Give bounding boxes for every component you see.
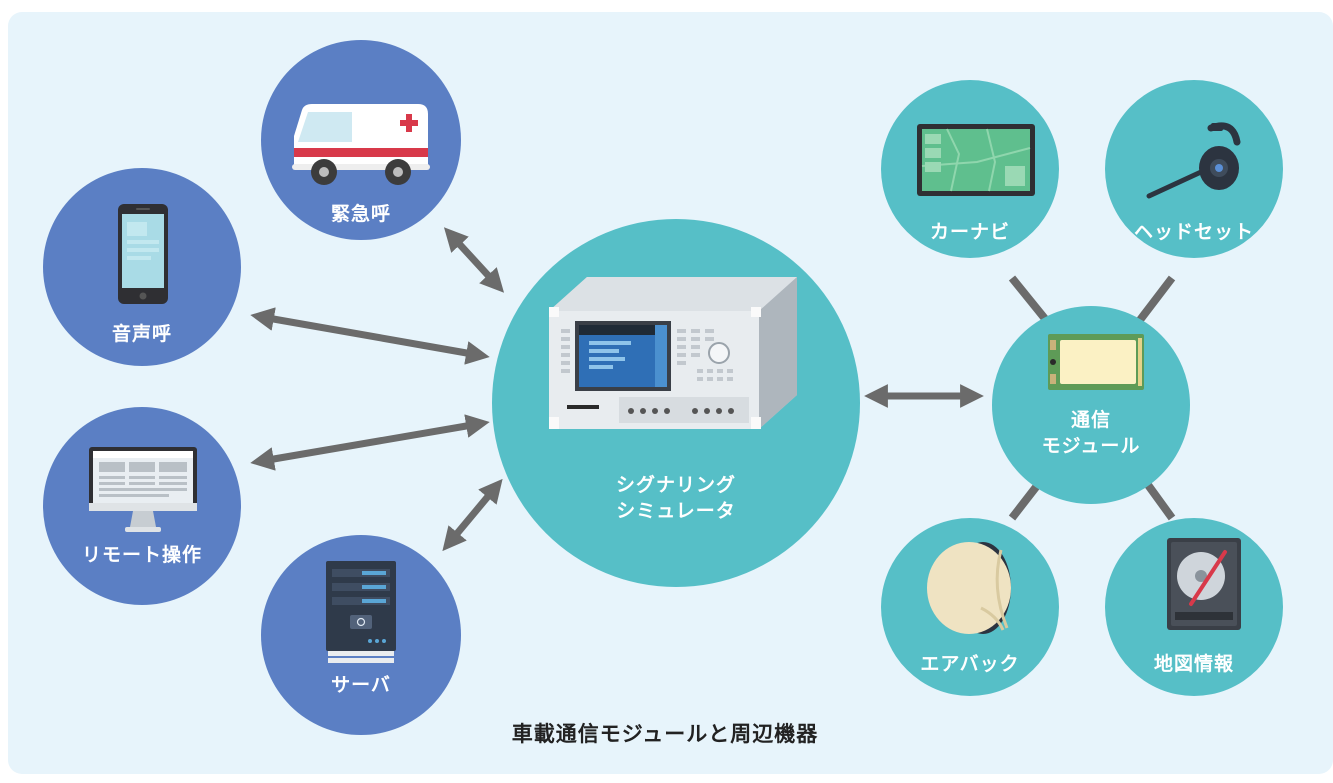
arrow-server <box>442 478 503 552</box>
label-signaling-simulator-line2: シミュレータ <box>616 500 736 522</box>
line-headset <box>1136 275 1176 323</box>
label-map-info: 地図情報 <box>1153 653 1234 675</box>
label-voice-call: 音声呼 <box>111 323 172 345</box>
label-car-navigation: カーナビ <box>929 221 1010 243</box>
label-server: サーバ <box>331 674 391 696</box>
headset-icon <box>1146 122 1241 199</box>
label-remote-operation: リモート操作 <box>81 544 202 566</box>
label-emergency-call: 緊急呼 <box>330 203 391 225</box>
arrow-voice <box>250 307 490 365</box>
line-carnavi <box>1008 275 1050 323</box>
node-airbag: エアバック <box>881 518 1059 696</box>
car-navigation-icon <box>917 124 1035 196</box>
label-signaling-simulator-line1: シグナリング <box>615 474 736 496</box>
smartphone-icon <box>118 204 168 304</box>
airbag-icon <box>927 542 1011 634</box>
node-emergency-call: 緊急呼 <box>261 40 461 240</box>
node-signaling-simulator: シグナリング シミュレータ <box>492 219 860 587</box>
hard-disk-icon <box>1167 538 1241 630</box>
label-communication-module-line1: 通信 <box>1070 409 1111 431</box>
label-airbag: エアバック <box>920 653 1020 675</box>
node-remote-operation: リモート操作 <box>43 407 241 605</box>
arrow-remote <box>250 414 490 471</box>
node-voice-call: 音声呼 <box>43 168 241 366</box>
signaling-simulator-icon <box>549 277 797 429</box>
label-headset: ヘッドセット <box>1133 221 1254 243</box>
node-car-navigation: カーナビ <box>881 80 1059 258</box>
node-communication-module: 通信 モジュール <box>992 306 1190 504</box>
arrow-emergency <box>443 227 505 293</box>
node-server: サーバ <box>261 535 461 735</box>
label-communication-module-line2: モジュール <box>1041 435 1141 457</box>
server-icon <box>326 561 396 663</box>
node-map-info: 地図情報 <box>1105 518 1283 696</box>
node-headset: ヘッドセット <box>1105 80 1283 258</box>
monitor-icon <box>89 447 197 532</box>
diagram-caption: 車載通信モジュールと周辺機器 <box>511 722 819 746</box>
ambulance-icon <box>292 104 430 185</box>
communication-module-icon <box>1048 334 1144 390</box>
